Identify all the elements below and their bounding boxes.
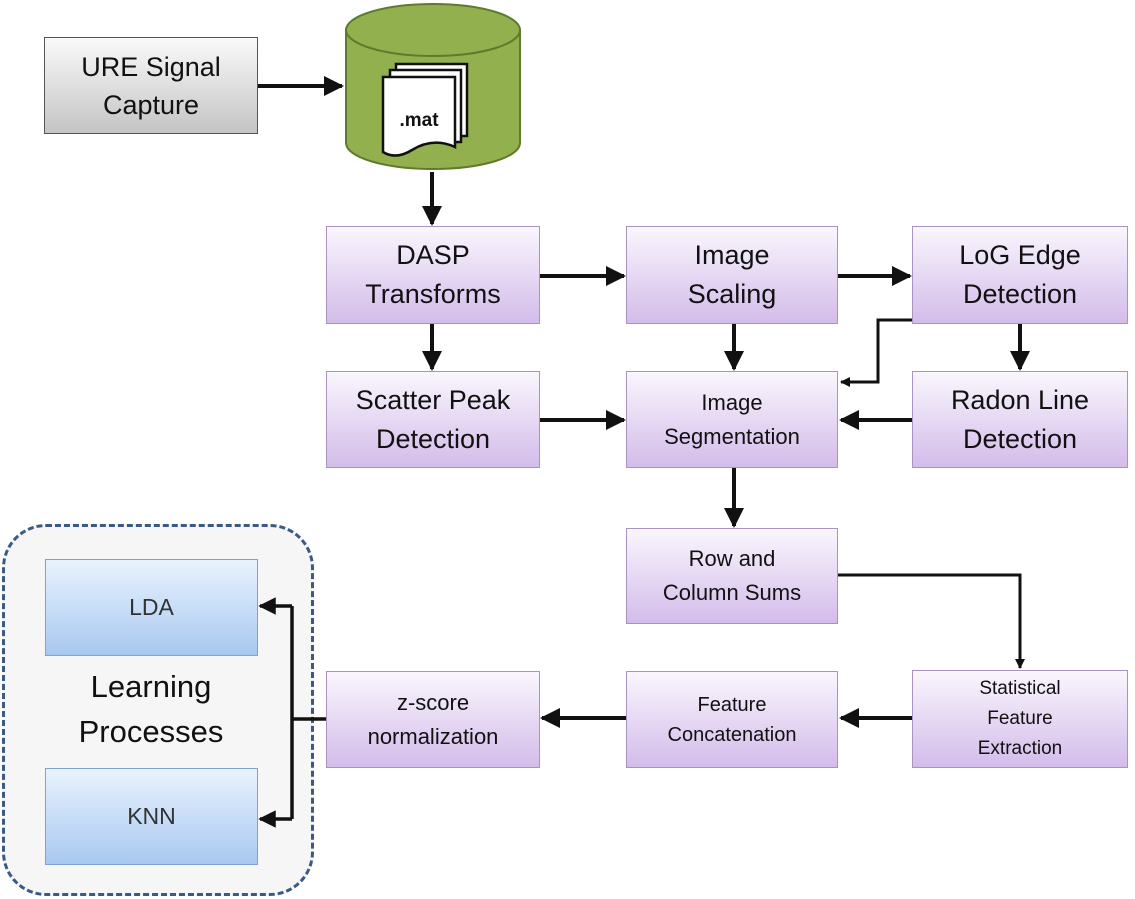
knn-node[interactable]: KNN [45,768,258,865]
scatter-peak-detection-label: Scatter Peak Detection [355,384,511,454]
statistical-feature-extraction-label: Statistical Feature Extraction [977,678,1063,759]
row-column-sums-node[interactable]: Row and Column Sums [626,528,838,624]
database-cylinder-top [345,3,521,57]
image-segmentation-label: Image Segmentation [664,389,800,449]
radon-line-detection-label: Radon Line Detection [950,384,1090,454]
row-column-sums-label: Row and Column Sums [662,546,802,605]
image-segmentation-node[interactable]: Image Segmentation [626,371,838,468]
file-document-icon [381,75,457,157]
statistical-feature-extraction-node[interactable]: Statistical Feature Extraction [912,670,1128,768]
z-score-normalization-label: z-score normalization [367,689,499,749]
arrow-rowcol-to-statfeat [838,573,1026,670]
knn-label: KNN [127,803,176,829]
log-edge-detection-node[interactable]: LoG Edge Detection [912,226,1128,324]
lda-label: LDA [129,594,174,620]
ure-signal-capture-label: URE Signal Capture [81,51,221,120]
mat-database-icon: .mat [345,3,521,170]
learning-processes-title: Learning Processes [78,669,224,749]
z-score-normalization-node[interactable]: z-score normalization [326,671,540,768]
scatter-peak-detection-node[interactable]: Scatter Peak Detection [326,371,540,468]
radon-line-detection-node[interactable]: Radon Line Detection [912,371,1128,468]
mat-file-label: .mat [399,110,439,131]
dasp-transforms-node[interactable]: DASP Transforms [326,226,540,324]
dasp-transforms-label: DASP Transforms [365,240,501,309]
log-edge-detection-label: LoG Edge Detection [959,240,1081,309]
lda-node[interactable]: LDA [45,559,258,656]
ure-signal-capture-node[interactable]: URE Signal Capture [44,37,258,134]
image-scaling-label: Image Scaling [687,240,777,309]
image-scaling-node[interactable]: Image Scaling [626,226,838,324]
feature-concatenation-node[interactable]: Feature Concatenation [626,671,838,768]
arrow-log-to-segmentation [839,318,912,388]
feature-concatenation-label: Feature Concatenation [667,693,797,746]
